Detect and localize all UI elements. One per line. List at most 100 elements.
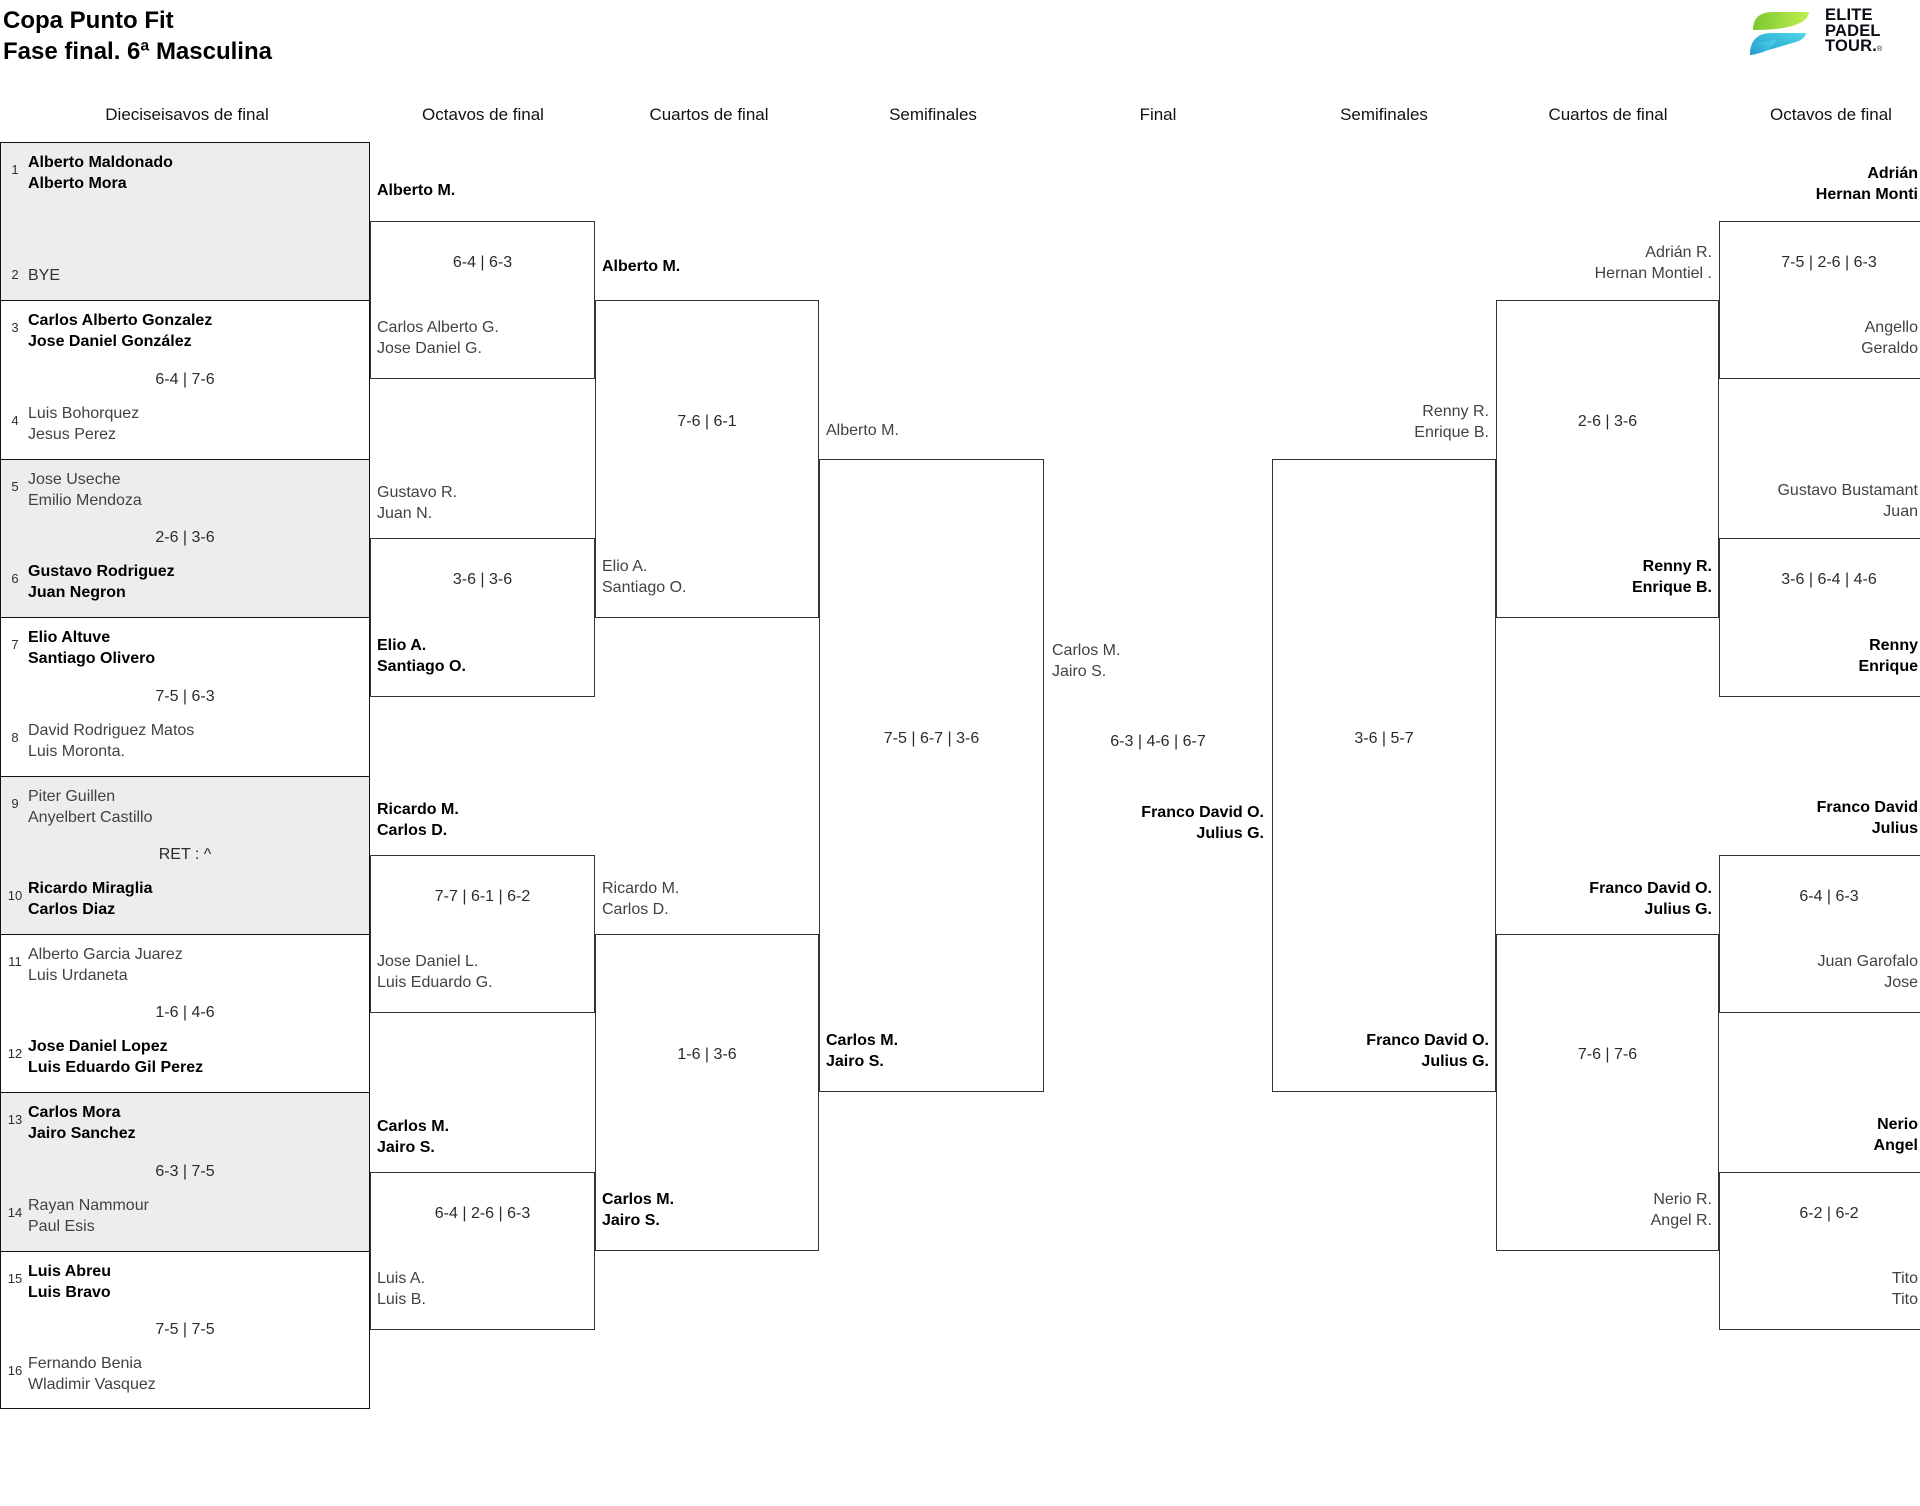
- team-label-top: Renny R.Enrique B.: [1414, 403, 1489, 441]
- phase-subtitle: Fase final. 6ª Masculina: [3, 38, 272, 65]
- match-score: 7-5 | 7-5: [155, 1321, 215, 1338]
- team-label-top: Carlos M.Jairo S.: [377, 1118, 450, 1156]
- match-cuartos-right-1: [1496, 300, 1719, 618]
- match-score: 6-2 | 6-2: [1799, 1205, 1859, 1222]
- match-score: 3-6 | 5-7: [1354, 730, 1414, 747]
- match-r32-7: [0, 1092, 370, 1252]
- team-label-bottom: Jose Daniel L.Luis Eduardo G.: [377, 953, 493, 991]
- round-header-final: Final: [1139, 105, 1177, 124]
- match-r32-2: [0, 300, 370, 460]
- team-label-top: Alberto M.: [377, 182, 456, 199]
- match-score: 7-6 | 7-6: [1577, 1046, 1638, 1063]
- seed-number: 10: [7, 888, 23, 903]
- team-label-top: Ricardo M.Carlos D.: [377, 801, 459, 839]
- match-octavos-left-3: [370, 855, 595, 1013]
- final-team-left: Carlos M.Jairo S.: [1052, 642, 1121, 680]
- match-cuartos-left-2: [595, 934, 819, 1251]
- team-label-top: Franco David O.Julius G.: [1589, 880, 1712, 918]
- final-score: 6-3 | 4-6 | 6-7: [1110, 733, 1206, 750]
- team-label-bottom: Luis A.Luis B.: [377, 1270, 426, 1308]
- match-r32-3: [0, 459, 370, 618]
- round-header-octavos-left: Octavos de final: [422, 105, 544, 124]
- team-label-bottom: Renny R.Enrique B.: [1631, 558, 1712, 596]
- match-octavos-left-4: [370, 1172, 595, 1330]
- round-header-semifinales-left: Semifinales: [889, 105, 977, 124]
- match-semifinal-right: [1272, 459, 1496, 1092]
- match-cuartos-left-1: [595, 300, 819, 618]
- team-label-bottom: Carlos Alberto G.Jose Daniel G.: [377, 319, 499, 357]
- seed-number: 6: [11, 571, 19, 586]
- team-label-top: Alberto M.: [602, 258, 681, 275]
- team-label-bottom: Elio A.Santiago O.: [377, 637, 466, 675]
- logo-line-tour: TOUR.®: [1825, 37, 1883, 56]
- seed-number: 2: [11, 267, 19, 282]
- seed-number: 15: [7, 1271, 23, 1286]
- round-header-octavos-right: Octavos de final: [1770, 105, 1892, 124]
- team-label-top: Adrián R.Hernan Montiel .: [1594, 244, 1712, 282]
- seed-number: 11: [8, 954, 22, 969]
- match-cuartos-right-2: [1496, 934, 1719, 1251]
- team-label-bottom: Nerio R.Angel R.: [1650, 1191, 1712, 1229]
- match-score: 6-4 | 6-3: [1799, 888, 1859, 905]
- match-octavos-right-1: [1719, 221, 1920, 379]
- seed-number: 9: [11, 796, 19, 811]
- match-score: 7-5 | 2-6 | 6-3: [1781, 254, 1877, 271]
- team-label-top: Ricardo M.Carlos D.: [602, 880, 680, 918]
- team-bottom: BYE: [28, 267, 61, 284]
- tournament-name: Copa Punto Fit: [3, 7, 174, 34]
- logo-line-elite: ELITE: [1825, 6, 1873, 25]
- elite-padel-tour-logo: ELITE PADEL TOUR.®: [1742, 6, 1882, 60]
- team-label-top: Gustavo R.Juan N.: [377, 484, 458, 522]
- match-score: 6-4 | 6-3: [452, 254, 513, 271]
- match-octavos-right-3: [1719, 855, 1920, 1013]
- team-label-top: Alberto M.: [826, 422, 899, 439]
- page-title: Copa Punto Fit Fase final. 6ª Masculina: [3, 5, 272, 67]
- seed-number: 5: [11, 479, 19, 494]
- logo-emblem-icon: [1750, 12, 1809, 55]
- match-score: 6-4 | 7-6: [155, 371, 215, 388]
- match-octavos-right-4: [1719, 1172, 1920, 1330]
- team-label-bottom: Elio A.Santiago O.: [602, 558, 687, 596]
- round-header-cuartos-left: Cuartos de final: [649, 105, 769, 124]
- match-score: 6-3 | 7-5: [155, 1163, 215, 1180]
- seed-number: 14: [7, 1205, 23, 1220]
- match-score: 7-5 | 6-7 | 3-6: [883, 730, 980, 747]
- seed-number: 12: [7, 1046, 23, 1061]
- match-score: 7-7 | 6-1 | 6-2: [434, 888, 531, 905]
- seed-number: 16: [7, 1363, 23, 1378]
- match-r32-1: [0, 142, 370, 301]
- match-score: 2-6 | 3-6: [155, 529, 215, 546]
- seed-number: 8: [11, 730, 19, 745]
- match-score: 3-6 | 6-4 | 4-6: [1781, 571, 1877, 588]
- round-header-cuartos-right: Cuartos de final: [1548, 105, 1668, 124]
- match-r32-8: [0, 1251, 370, 1409]
- match-octavos-left-1: [370, 221, 595, 379]
- match-score: 7-5 | 6-3: [155, 688, 215, 705]
- team-label-bottom: Carlos M.Jairo S.: [826, 1032, 899, 1070]
- match-score: 7-6 | 6-1: [677, 413, 737, 430]
- match-semifinal-left: [819, 459, 1044, 1092]
- logo-wordmark: ELITE PADEL TOUR.®: [1825, 6, 1883, 58]
- seed-number: 4: [11, 413, 19, 428]
- match-score: RET : ^: [158, 846, 212, 863]
